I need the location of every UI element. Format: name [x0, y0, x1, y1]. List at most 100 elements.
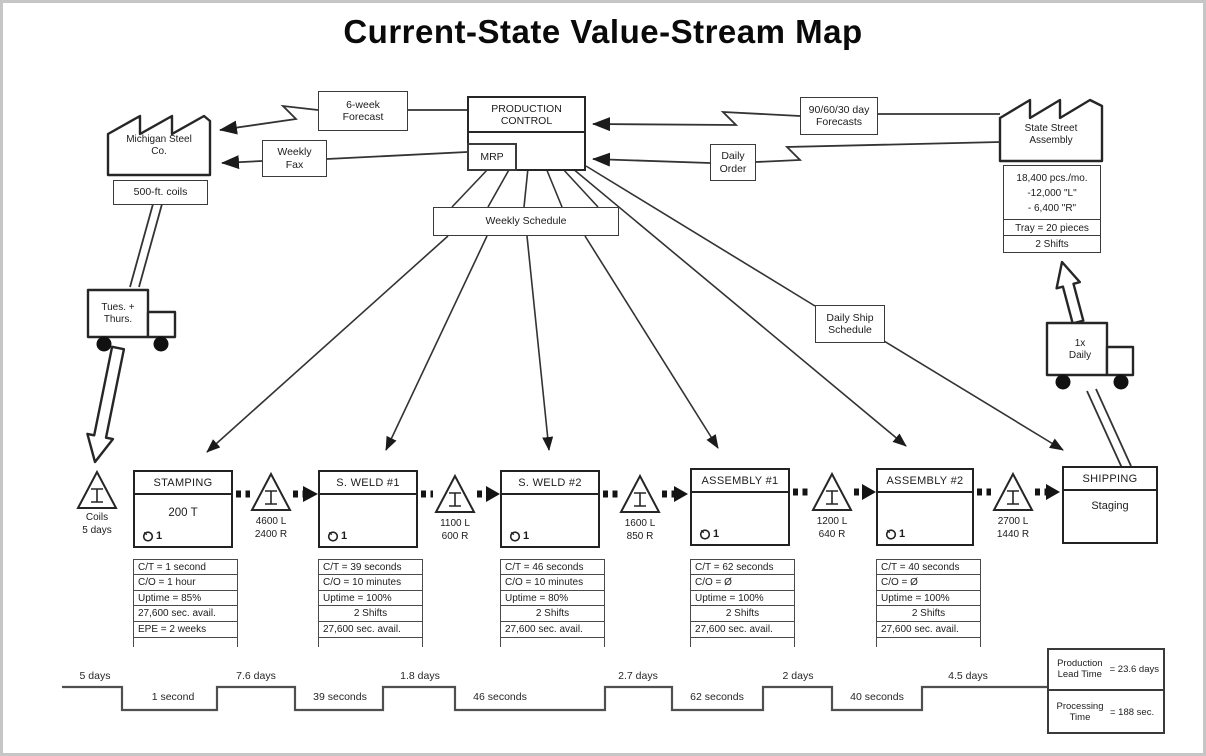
- assembly-1-data-box: C/T = 62 seconds C/O = Ø Uptime = 100% 2…: [690, 559, 795, 647]
- lead-time-label-1: 7.6 days: [236, 670, 276, 682]
- process-detail: Staging: [1091, 500, 1129, 512]
- lead-time-summary-row: Production Lead Time = 23.6 days: [1049, 650, 1163, 691]
- operator-icon: [327, 531, 339, 542]
- diagram-lines-layer: [62, 98, 1135, 712]
- process-assembly-2: ASSEMBLY #2 1: [876, 468, 974, 546]
- process-name: ASSEMBLY #1: [692, 470, 788, 493]
- inventory-qty: 1200 L: [816, 516, 848, 527]
- process-name: S. WELD #2: [502, 472, 598, 495]
- process-time-label-3: 62 seconds: [690, 691, 744, 703]
- data-box-tick: [133, 637, 238, 647]
- process-name: ASSEMBLY #2: [878, 470, 972, 493]
- operator-count: 1: [341, 530, 348, 542]
- processing-time-summary-row: Processing Time = 188 sec.: [1049, 691, 1163, 734]
- weekly-fax-box: Weekly Fax: [262, 140, 327, 177]
- data-box-tick: [876, 637, 981, 647]
- data-row: 27,600 sec. avail.: [876, 620, 981, 638]
- lead-time-label-3: 2.7 days: [618, 670, 658, 682]
- operator-count: 1: [156, 530, 163, 542]
- schedule-to-process-arrows: [206, 165, 1064, 453]
- lead-time-label-0: 5 days: [79, 670, 111, 682]
- operator-count: 1: [713, 528, 720, 540]
- inventory-label-3: 1600 L 850 R: [610, 518, 670, 543]
- page-title: Current-State Value-Stream Map: [343, 13, 863, 50]
- timeline-line: [62, 685, 1047, 712]
- operator-icon: [885, 529, 897, 540]
- summary-box: Production Lead Time = 23.6 days Process…: [1047, 648, 1165, 734]
- inbound-truck-label: Tues. + Thurs.: [101, 302, 135, 325]
- process-time-label-1: 39 seconds: [313, 691, 367, 703]
- data-row: 27,600 sec. avail.: [318, 620, 423, 638]
- process-detail: 200 T: [168, 507, 198, 519]
- inventory-sub: 2400 R: [254, 528, 288, 540]
- process-assembly-1: ASSEMBLY #1 1: [690, 468, 790, 546]
- info-flow-lines-left: [219, 104, 468, 170]
- data-row: Uptime = 100%: [690, 589, 795, 607]
- inventory-label-4: 1200 L 640 R: [802, 516, 862, 541]
- outbound-truck-label: 1x Daily: [1068, 338, 1092, 361]
- lead-time-summary-value: = 23.6 days: [1109, 664, 1159, 675]
- customer-factory-icon: [998, 98, 1104, 163]
- inventory-triangle-icons: [76, 469, 1034, 513]
- process-shipping: SHIPPING Staging: [1062, 466, 1158, 544]
- process-time-label-2: 46 seconds: [473, 691, 527, 703]
- operator-count: 1: [523, 530, 530, 542]
- weekly-fax-label: Weekly Fax: [277, 146, 312, 171]
- supplier-factory-icon: [106, 114, 212, 177]
- inventory-qty: 2700 L: [997, 516, 1029, 527]
- info-flow-lines-right: [592, 110, 1001, 167]
- s-weld-1-data-box: C/T = 39 seconds C/O = 10 minutes Uptime…: [318, 559, 423, 647]
- inventory-label-5: 2700 L 1440 R: [983, 516, 1043, 541]
- supplier-coils-box: 500-ft. coils: [113, 180, 208, 205]
- process-s-weld-2: S. WELD #2 1: [500, 470, 600, 548]
- push-arrows: [236, 488, 1046, 498]
- inventory-sub: 5 days: [82, 524, 112, 536]
- process-stamping: STAMPING 200 T 1: [133, 470, 233, 548]
- s-weld-2-data-box: C/T = 46 seconds C/O = 10 minutes Uptime…: [500, 559, 605, 647]
- inventory-qty: 4600 L: [255, 516, 287, 527]
- customer-demand-month: 18,400 pcs./mo.: [1016, 172, 1088, 184]
- customer-demand-left: -12,000 "L": [1027, 187, 1077, 199]
- data-box-tick: [500, 637, 605, 647]
- customer-factory-label: State Street Assembly: [1024, 123, 1078, 146]
- inbound-shipment-lines: [86, 203, 163, 464]
- customer-forecasts-box: 90/60/30 day Forecasts: [800, 97, 878, 135]
- inventory-sub: 1440 R: [996, 528, 1030, 540]
- process-name: STAMPING: [135, 472, 231, 495]
- inventory-label-coils: Coils 5 days: [67, 512, 127, 537]
- lead-time-label-4: 2 days: [782, 670, 814, 682]
- supplier-factory-label: Michigan Steel Co.: [126, 134, 192, 157]
- data-box-tick: [318, 637, 423, 647]
- customer-shifts-row: 2 Shifts: [1003, 235, 1101, 254]
- processing-time-summary-value: = 188 sec.: [1110, 707, 1155, 718]
- customer-tray-row: Tray = 20 pieces: [1003, 219, 1101, 238]
- push-arrow-heads: [303, 484, 1060, 502]
- inventory-label-1: 4600 L 2400 R: [241, 516, 301, 541]
- inventory-qty: 1600 L: [624, 518, 656, 529]
- data-row: 27,600 sec. avail.: [690, 620, 795, 638]
- mrp-to-schedule-lines: [451, 167, 599, 208]
- process-time-label-0: 1 second: [151, 691, 195, 703]
- operator-icon: [509, 531, 521, 542]
- operator-count: 1: [899, 528, 906, 540]
- process-name: S. WELD #1: [320, 472, 416, 495]
- inventory-label-2: 1100 L 600 R: [425, 518, 485, 543]
- outbound-truck-icon: [1045, 321, 1135, 390]
- operator-icon: [142, 531, 154, 542]
- six-week-forecast-label: 6-week Forecast: [342, 98, 384, 123]
- inventory-qty: Coils: [85, 512, 109, 523]
- assembly-2-data-box: C/T = 40 seconds C/O = Ø Uptime = 100% 2…: [876, 559, 981, 647]
- data-box-tick: [690, 637, 795, 647]
- mrp-box: MRP: [467, 143, 517, 171]
- inventory-sub: 600 R: [441, 530, 469, 542]
- stamping-data-box: C/T = 1 second C/O = 1 hour Uptime = 85%…: [133, 559, 238, 647]
- process-time-label-4: 40 seconds: [850, 691, 904, 703]
- production-control-label: PRODUCTION CONTROL: [469, 98, 584, 133]
- process-s-weld-1: S. WELD #1 1: [318, 470, 418, 548]
- data-row: EPE = 2 weeks: [133, 620, 238, 638]
- six-week-forecast-box: 6-week Forecast: [318, 91, 408, 131]
- inventory-sub: 640 R: [818, 528, 846, 540]
- inbound-truck-icon: [86, 288, 177, 352]
- operator-icon: [699, 529, 711, 540]
